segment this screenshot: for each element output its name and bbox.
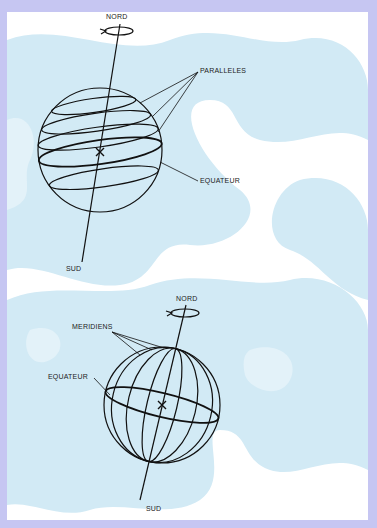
pole-label: SUD <box>146 504 161 513</box>
globe-meridians <box>92 305 232 500</box>
meridians-label: MERIDIENS <box>72 322 113 331</box>
pole-label: SUD <box>66 264 81 273</box>
swirl-background <box>7 33 368 513</box>
pole-label: NORD <box>106 12 127 21</box>
parallels-label: PARALLELES <box>200 66 246 75</box>
equator-label: EQUATEUR <box>200 176 240 185</box>
pole-label: NORD <box>176 294 197 303</box>
globe-parallels <box>31 24 198 262</box>
equator-label: EQUATEUR <box>48 372 88 381</box>
